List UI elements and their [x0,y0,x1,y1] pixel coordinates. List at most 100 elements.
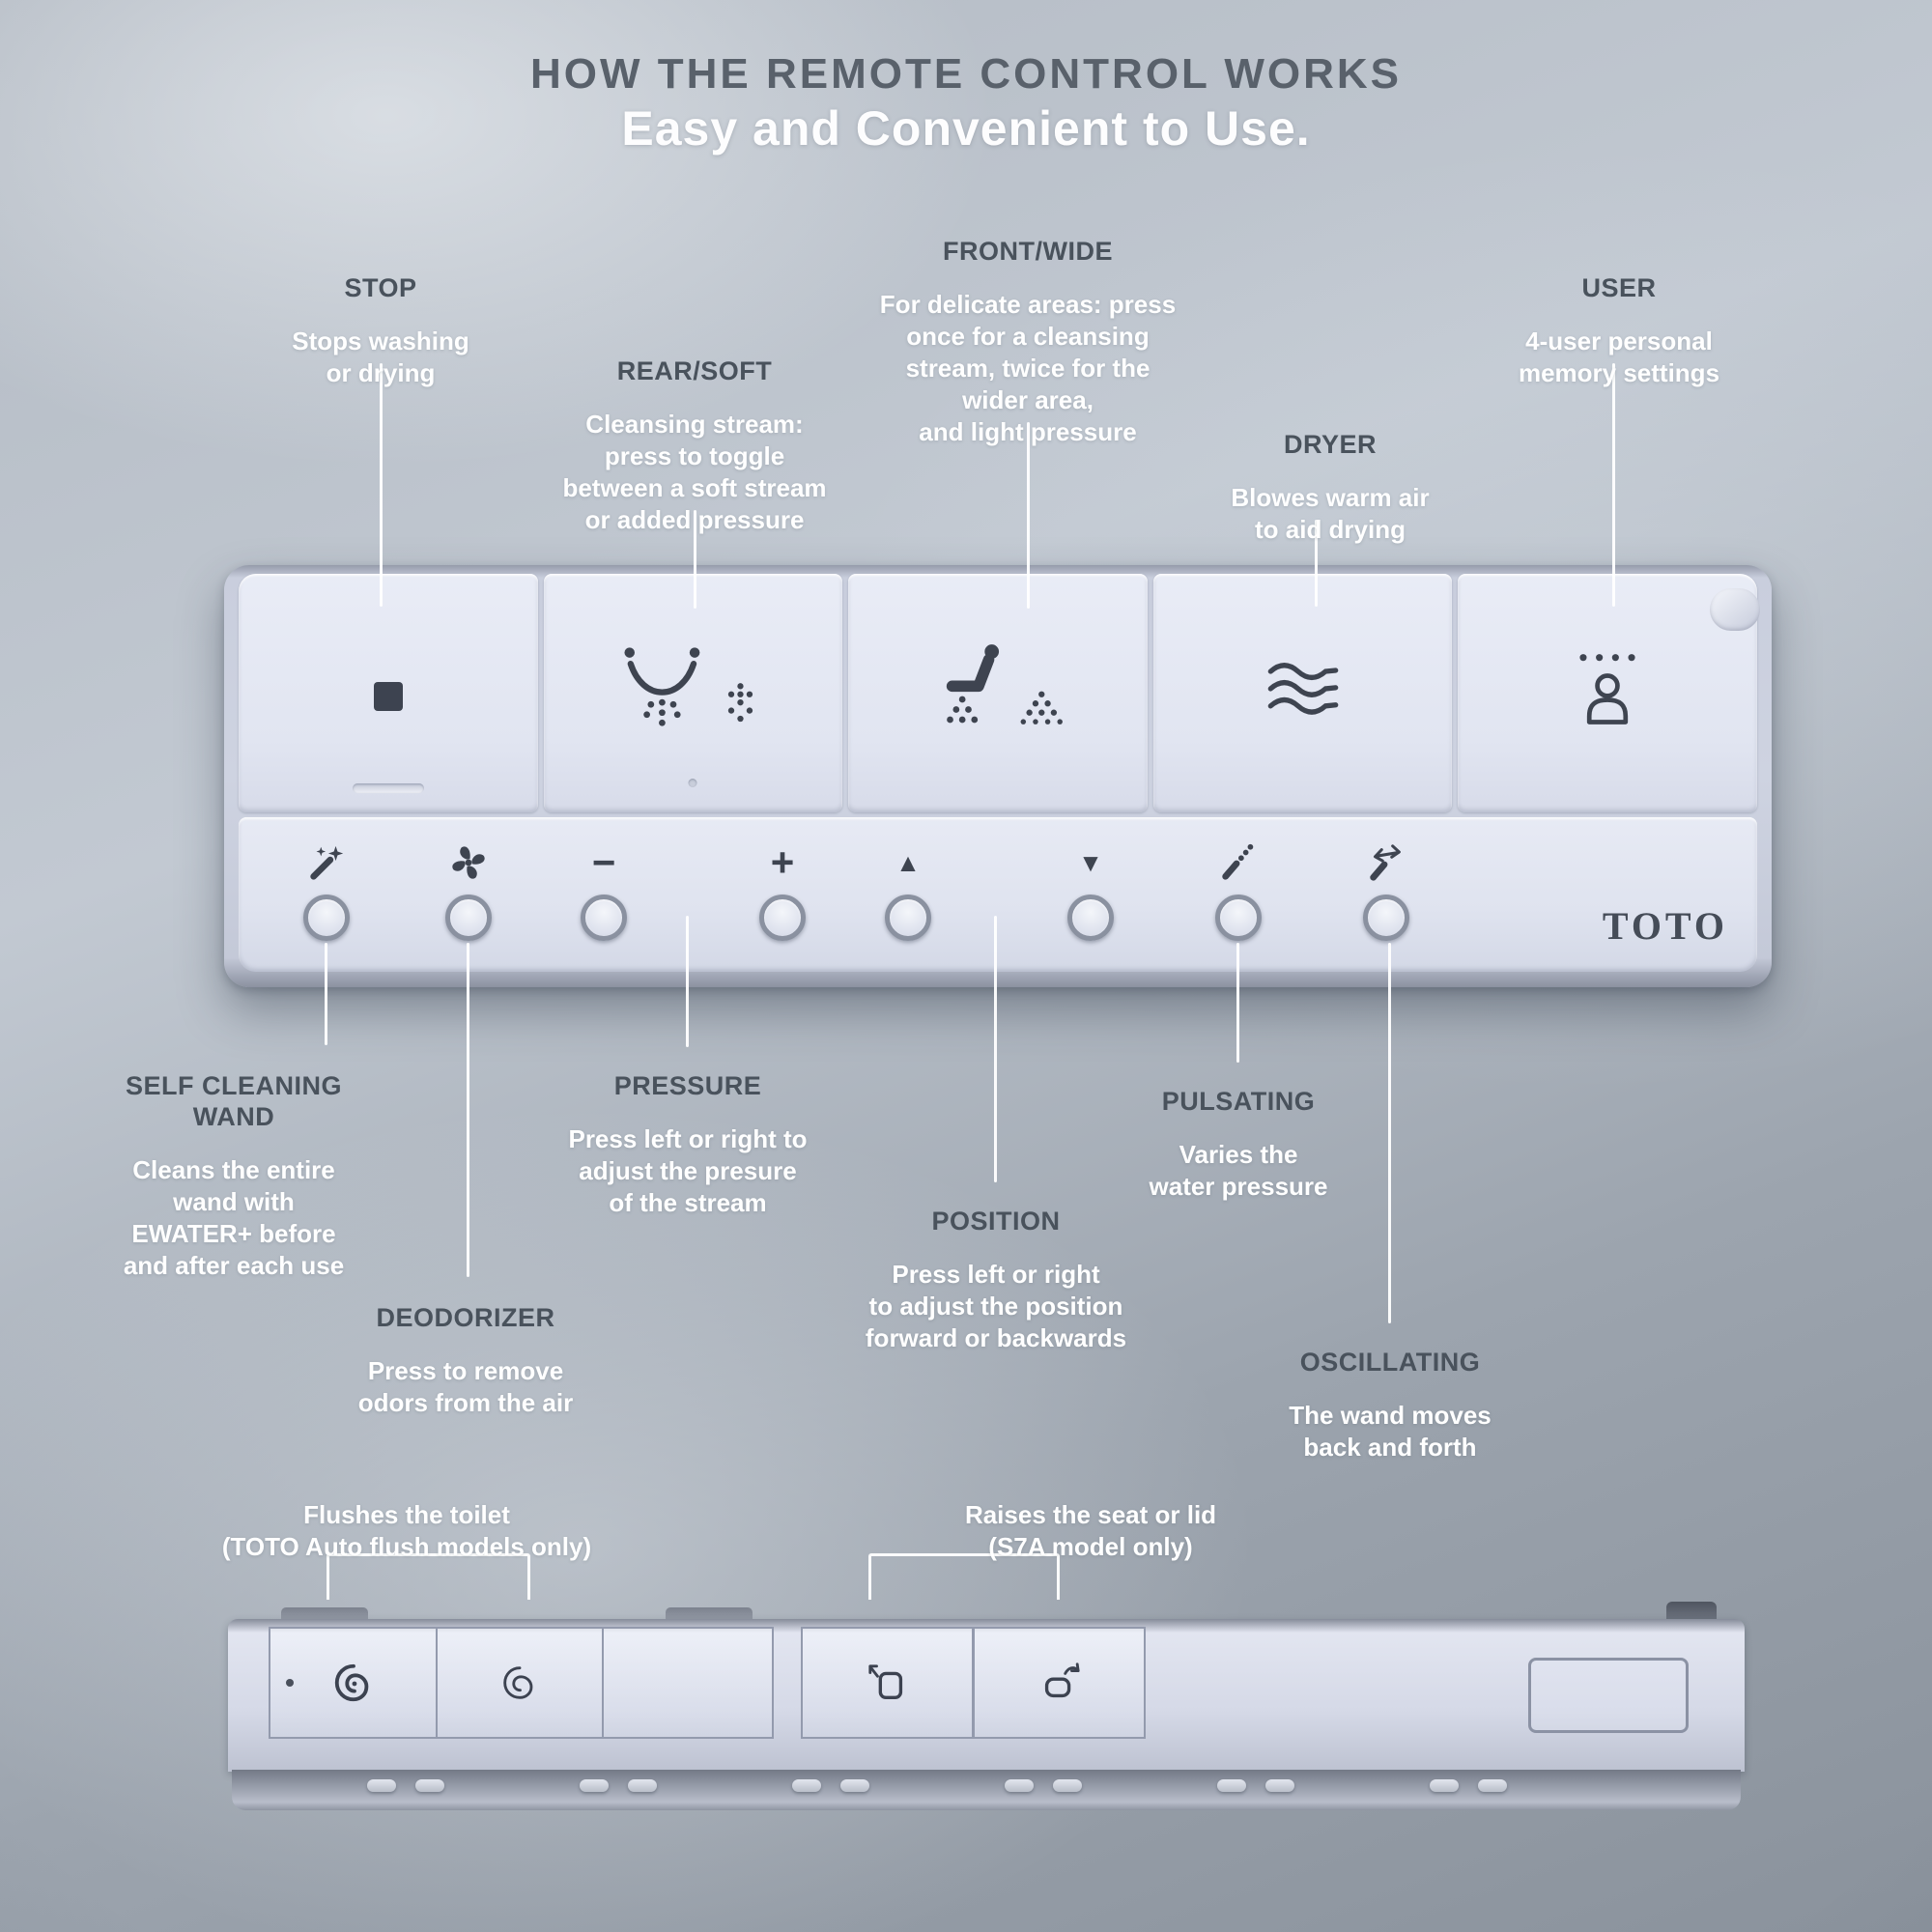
foot-nub [1005,1779,1034,1792]
stop-icon [373,682,403,711]
callout-deodorizer-title: DEODORIZER [376,1303,555,1332]
seat-lid-bracket [868,1553,1060,1600]
foot-nub [580,1779,609,1792]
foot-nub [1053,1779,1082,1792]
seat-raise-icon [1044,1662,1080,1698]
flush-full-icon [334,1663,368,1702]
remote-control-top-view [228,1602,1745,1810]
dryer-icon [1267,663,1338,715]
callout-dryer-title: DRYER [1283,430,1378,459]
flush-full-button[interactable] [269,1627,438,1739]
callout-seat-lid: Raises the seat or lid (S7A model only) [965,1482,1216,1580]
foot-nub [415,1779,444,1792]
user-connector-line [1612,363,1615,607]
callout-pressure-desc: Press left or right to adjust the presur… [568,1124,808,1217]
foot-nub [792,1779,821,1792]
callout-dryer: DRYER Blowes warm air to aid drying [1231,412,1429,563]
callout-stop-title: STOP [344,273,417,302]
position-down-icon: ▼ [1078,847,1103,877]
callout-rear-soft: REAR/SOFT Cleansing stream: press to tog… [562,338,826,554]
pulsating-button[interactable] [1215,895,1262,941]
pressure-down-button[interactable] [581,895,627,941]
front-wide-button[interactable] [848,574,1148,812]
foot-nub [628,1779,657,1792]
oscillating-button[interactable] [1363,895,1409,941]
deodorizer-cluster [430,842,507,941]
remote-control-front-view: − + ▲ ▼ [224,565,1772,987]
callout-stop-desc: Stops washing or drying [292,327,469,387]
callout-pulsating: PULSATING Varies the water pressure [1150,1068,1328,1220]
callout-flush-desc: Flushes the toilet (TOTO Auto flush mode… [221,1500,592,1561]
toto-logo: TOTO [1602,904,1728,948]
flush-led [286,1679,294,1687]
stop-connector-line [380,363,383,607]
pressure-connector-line [686,916,689,1047]
callout-front-wide: FRONT/WIDE For delicate areas: press onc… [880,218,1176,466]
dryer-connector-line [1315,520,1318,607]
battery-cover-plate [1528,1658,1689,1733]
callout-self-cleaning-wand-title: SELF CLEANING WAND [125,1071,342,1131]
callout-pressure-title: PRESSURE [613,1071,762,1100]
callout-oscillating-desc: The wand moves back and forth [1289,1401,1492,1462]
self-cleaning-wand-button[interactable] [303,895,350,941]
blank-panel-segment [602,1627,774,1739]
callout-deodorizer-desc: Press to remove odors from the air [357,1356,574,1417]
pressure-down-cluster: − [565,839,642,941]
pulsating-cluster [1200,842,1277,941]
pulsating-icon [1222,843,1254,880]
flush-eco-icon [503,1666,533,1699]
rear-soft-icon [624,647,753,726]
self-cleaning-wand-icon [310,845,344,880]
self-cleaning-wand-cluster [288,842,365,941]
callout-front-wide-title: FRONT/WIDE [943,237,1113,266]
callout-user-title: USER [1581,273,1657,302]
callout-pressure: PRESSURE Press left or right to adjust t… [568,1053,807,1236]
top-view-base [232,1770,1741,1810]
callout-seat-lid-desc: Raises the seat or lid (S7A model only) [964,1500,1217,1561]
front-wide-connector-line [1027,422,1030,609]
pressure-up-button[interactable] [759,895,806,941]
flush-eco-button[interactable] [436,1627,604,1739]
position-backward-cluster: ▼ [1052,842,1129,941]
callout-oscillating: OSCILLATING The wand moves back and fort… [1289,1329,1492,1481]
callout-stop: STOP Stops washing or drying [292,255,469,407]
rear-soft-button[interactable] [543,574,843,812]
front-wide-icon [946,644,1063,724]
callout-deodorizer: DEODORIZER Press to remove odors from th… [358,1285,573,1436]
position-forward-cluster: ▲ [869,842,947,941]
position-backward-button[interactable] [1067,895,1114,941]
callout-position: POSITION Press left or right to adjust t… [866,1188,1126,1372]
foot-nub [1217,1779,1246,1792]
callout-rear-soft-title: REAR/SOFT [616,356,773,385]
foot-nub [1478,1779,1507,1792]
oscillating-connector-line [1388,943,1391,1323]
callout-user-desc: 4-user personal memory settings [1518,327,1720,387]
seat-raise-button[interactable] [973,1627,1146,1739]
callout-flush: Flushes the toilet (TOTO Auto flush mode… [222,1482,591,1580]
deodorizer-connector-line [467,943,469,1277]
pressure-up-cluster: + [744,839,821,941]
deodorizer-button[interactable] [445,895,492,941]
page-title: HOW THE REMOTE CONTROL WORKS [529,50,1403,98]
dryer-button[interactable] [1152,574,1453,812]
callout-position-desc: Press left or right to adjust the positi… [865,1260,1127,1352]
remote-corner-notch [1710,588,1760,631]
lid-raise-icon [867,1664,902,1700]
stop-button[interactable] [239,574,538,812]
lid-raise-button[interactable] [801,1627,974,1739]
callout-pulsating-desc: Varies the water pressure [1149,1140,1328,1201]
callout-position-title: POSITION [931,1207,1061,1236]
position-connector-line [994,916,997,1182]
callout-rear-soft-desc: Cleansing stream: press to toggle betwee… [562,410,827,534]
user-button[interactable] [1458,574,1757,812]
position-forward-button[interactable] [885,895,931,941]
foot-nub [1430,1779,1459,1792]
oscillating-cluster [1348,842,1425,941]
page-subtitle: Easy and Convenient to Use. [621,101,1311,156]
callout-self-cleaning-wand: SELF CLEANING WAND Cleans the entire wan… [124,1053,344,1299]
flush-bracket [327,1553,530,1600]
secondary-button-row: − + ▲ ▼ [239,817,1757,972]
pulsating-connector-line [1236,943,1239,1063]
deodorizer-icon [452,846,485,879]
